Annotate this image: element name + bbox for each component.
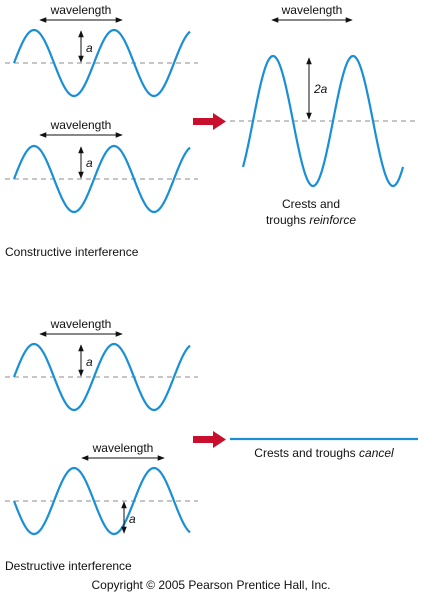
wave-curve	[12, 466, 191, 536]
red-arrow-destructive	[193, 431, 226, 448]
wave-curve	[12, 144, 191, 214]
constructive-wave-2: wavelength a	[5, 118, 198, 214]
wave-curve	[241, 54, 405, 188]
wave-curve	[12, 342, 191, 412]
destructive-caption: Destructive interference	[5, 559, 132, 573]
constructive-caption: Constructive interference	[5, 245, 139, 259]
wavelength-label: wavelength	[50, 3, 112, 17]
destructive-wave-1: wavelength a	[5, 317, 198, 412]
constructive-result-line-2: troughs reinforce	[266, 213, 356, 227]
destructive-result-emphasis: cancel	[359, 446, 394, 460]
constructive-result-emphasis: reinforce	[309, 213, 356, 227]
wavelength-label: wavelength	[50, 317, 112, 331]
amplitude-label: a	[86, 41, 93, 55]
constructive-result-wave: wavelength 2a	[230, 3, 418, 188]
red-arrow-constructive	[193, 113, 226, 130]
destructive-wave-2: wavelength a	[5, 441, 198, 536]
constructive-wave-1: wavelength a	[5, 3, 198, 98]
wave-curve	[12, 28, 191, 98]
wavelength-label: wavelength	[281, 3, 343, 17]
amplitude-label: a	[86, 355, 93, 369]
amplitude-label: a	[86, 156, 93, 170]
constructive-result-line-1: Crests and	[282, 197, 340, 211]
amplitude-label: 2a	[313, 82, 328, 96]
destructive-result-prefix: Crests and troughs	[254, 446, 359, 460]
constructive-result-prefix: troughs	[266, 213, 309, 227]
copyright-notice: Copyright © 2005 Pearson Prentice Hall, …	[92, 578, 331, 592]
amplitude-label: a	[129, 512, 136, 526]
wavelength-label: wavelength	[92, 441, 154, 455]
wavelength-label: wavelength	[50, 118, 112, 132]
destructive-result-text: Crests and troughs cancel	[254, 446, 394, 460]
